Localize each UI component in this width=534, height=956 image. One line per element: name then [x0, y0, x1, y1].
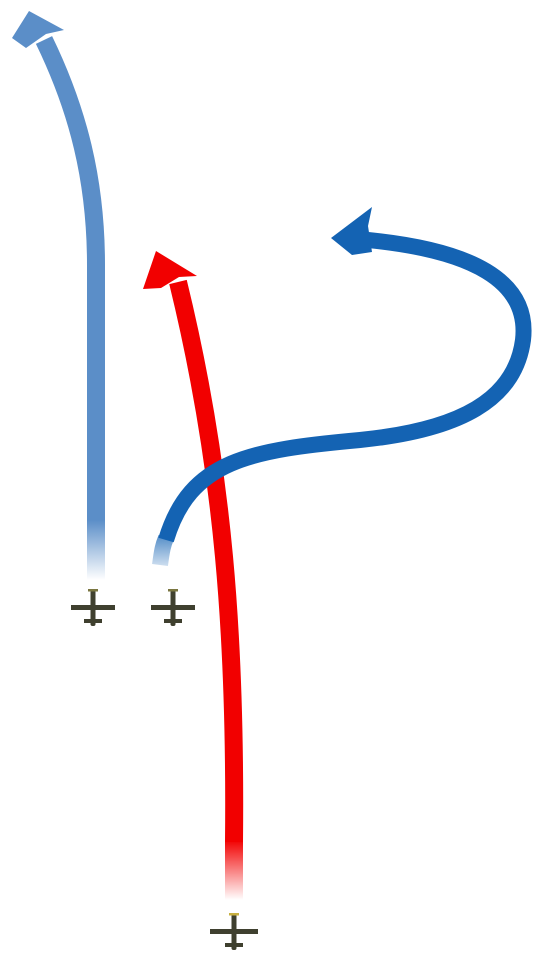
wingman-aircraft: [71, 589, 115, 626]
fighter-plane-icon: [71, 589, 115, 626]
fighter-plane-icon: [210, 913, 258, 950]
fighter-plane-icon: [151, 589, 195, 626]
bandit-arrowhead: [143, 251, 197, 289]
bandit-pursuit-path: [143, 251, 234, 900]
leader-aircraft: [151, 589, 195, 626]
leader-arrowhead: [331, 207, 372, 255]
wingman-arrowhead: [12, 11, 64, 48]
bandit-aircraft: [210, 913, 258, 950]
wingman-climb-path: [12, 11, 96, 580]
